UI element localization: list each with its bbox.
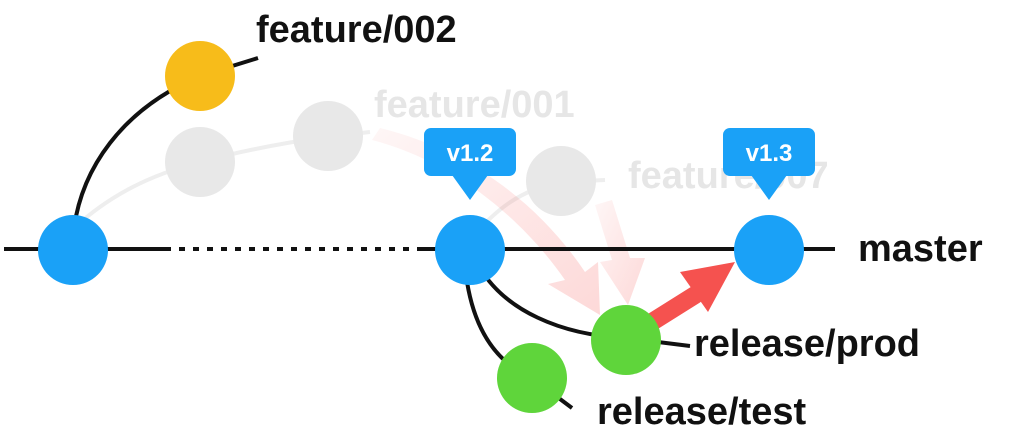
- release-test-label: release/test: [597, 391, 806, 433]
- feature-001-label: feature/001: [374, 84, 575, 126]
- feature-001-commit-2: [293, 101, 363, 171]
- master-commit-v1-2: [435, 215, 505, 285]
- feature-007-commit: [526, 146, 596, 216]
- tag-v1-3-label: v1.3: [746, 140, 793, 167]
- feature-002-label: feature/002: [256, 9, 457, 51]
- release-prod-label: release/prod: [694, 323, 920, 365]
- tag-v1-3: v1.3: [723, 128, 815, 200]
- master-label: master: [858, 228, 983, 270]
- feature-002-commit: [165, 41, 235, 111]
- master-commit-initial: [38, 215, 108, 285]
- master-commit-v1-3: [734, 215, 804, 285]
- release-test-commit: [497, 343, 567, 413]
- tag-v1-2-label: v1.2: [447, 140, 494, 167]
- merge-arrow: [643, 262, 735, 331]
- feature-001-commit-1: [165, 127, 235, 197]
- faded-merge-arrow-2: [595, 200, 645, 305]
- release-prod-commit: [591, 305, 661, 375]
- faded-merge-arrow-1: [372, 128, 600, 315]
- tag-v1-2: v1.2: [424, 128, 516, 200]
